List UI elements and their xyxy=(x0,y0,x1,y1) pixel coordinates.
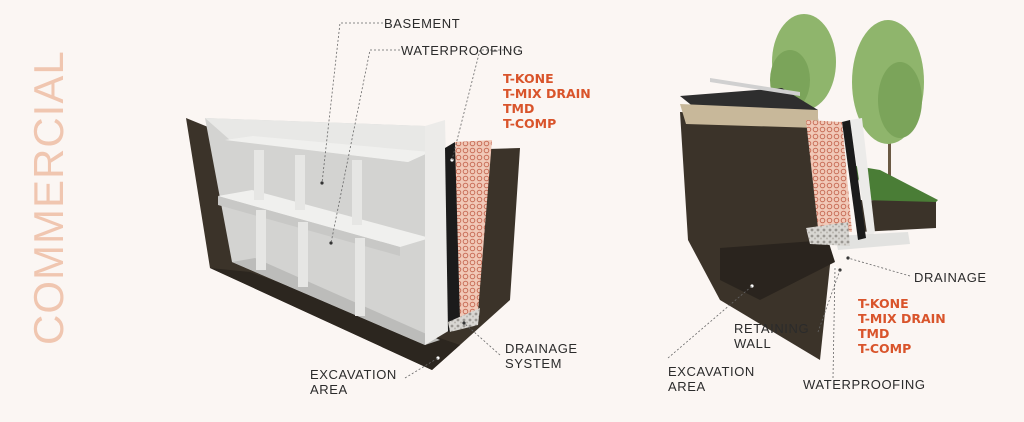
waterproofing-label: WATERPROOFING xyxy=(401,43,524,58)
leader-line xyxy=(833,268,835,378)
column xyxy=(295,155,305,210)
drainage-system-label: DRAINAGE SYSTEM xyxy=(505,341,578,371)
retaining-wall-label: RETAINING WALL xyxy=(734,321,809,351)
product-t-kone: T-KONE xyxy=(503,71,591,86)
product-t-comp: T-COMP xyxy=(858,341,946,356)
right-product-list: T-KONE T-MIX DRAIN TMD T-COMP xyxy=(858,296,946,356)
column xyxy=(254,150,264,200)
column xyxy=(256,210,266,270)
leader-line xyxy=(848,258,910,276)
product-t-mix-drain: T-MIX DRAIN xyxy=(503,86,591,101)
side-title: COMMERCIAL xyxy=(25,75,73,345)
product-t-kone: T-KONE xyxy=(858,296,946,311)
column xyxy=(355,238,365,316)
basement-diagram xyxy=(186,23,520,378)
product-tmd: TMD xyxy=(503,101,591,116)
excavation-area-label: EXCAVATION AREA xyxy=(668,364,755,394)
product-t-comp: T-COMP xyxy=(503,116,591,131)
basement-label: BASEMENT xyxy=(384,16,460,31)
left-product-list: T-KONE T-MIX DRAIN TMD T-COMP xyxy=(503,71,591,131)
waterproofing-label: WATERPROOFING xyxy=(803,377,926,392)
drainage-label: DRAINAGE xyxy=(914,270,987,285)
column xyxy=(352,160,362,225)
product-tmd: TMD xyxy=(858,326,946,341)
product-t-mix-drain: T-MIX DRAIN xyxy=(858,311,946,326)
excavation-area-label: EXCAVATION AREA xyxy=(310,367,397,397)
column xyxy=(298,222,308,287)
leader-line xyxy=(464,323,500,355)
tree-crown xyxy=(878,62,922,138)
